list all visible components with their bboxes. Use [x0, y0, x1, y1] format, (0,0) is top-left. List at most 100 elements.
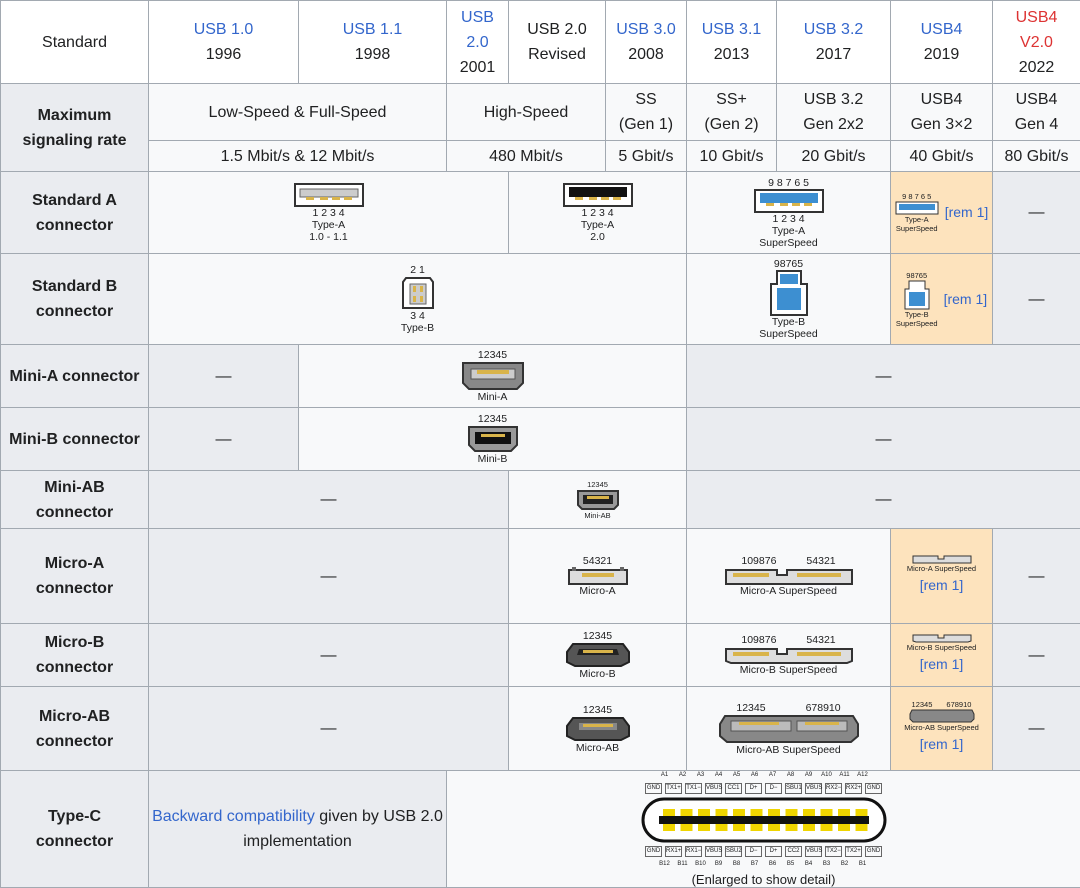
std-a-pins-1: 1 2 3 4: [312, 206, 345, 219]
rem1-link-micro-b[interactable]: [rem 1]: [919, 656, 964, 672]
type-c-pin-number: A9: [804, 772, 813, 778]
rate-6: 40 Gbit/s: [890, 140, 993, 172]
type-c-pin-signal: VBUS: [805, 783, 822, 794]
std-a-cap-small-b: SuperSpeed: [895, 224, 938, 233]
micro-ab-superspeed-small-icon[interactable]: [909, 709, 975, 723]
mini-a-cap: Mini-A: [477, 391, 508, 403]
micro-b-na-right: —: [992, 623, 1080, 687]
type-c-pin-number: B10: [695, 861, 706, 867]
type-c-contact: [662, 824, 675, 831]
micro-ab-ss-pins-2: 678910: [805, 701, 841, 714]
std-a-na-cell: —: [992, 171, 1080, 254]
mini-b-connector-icon[interactable]: [467, 425, 519, 453]
type-b-superspeed-small-icon[interactable]: [904, 280, 930, 310]
type-c-contact: [715, 824, 727, 831]
type-c-pin-number: B1: [858, 861, 867, 867]
rem1-link-std-b[interactable]: [rem 1]: [943, 290, 988, 307]
type-c-pin-number: B8: [732, 861, 741, 867]
micro-b-connector-icon[interactable]: [565, 642, 631, 668]
type-c-pin-signal: GND: [865, 846, 882, 857]
type-c-contact: [732, 809, 745, 816]
micro-ab-superspeed-connector-icon[interactable]: [718, 714, 859, 744]
micro-ab-pins: 12345: [582, 703, 613, 716]
micro-a-na-right: —: [992, 528, 1080, 624]
type-c-contact: [767, 809, 780, 816]
type-c-pin-number: B12: [659, 861, 670, 867]
type-c-pin-number: B9: [714, 861, 723, 867]
type-b-connector-icon[interactable]: [401, 276, 435, 310]
rem1-link-micro-a[interactable]: [rem 1]: [919, 577, 964, 593]
micro-ab-cap: Micro-AB: [575, 741, 620, 754]
micro-a-superspeed-small-icon[interactable]: [912, 554, 972, 564]
mini-a-connector-icon[interactable]: [461, 361, 525, 391]
type-c-compat-cell: Backward compatibility given by USB 2.0 …: [148, 770, 447, 888]
type-a-superspeed-small-icon[interactable]: [895, 201, 939, 215]
type-c-pin-signal: D+: [765, 846, 782, 857]
type-c-connector-icon[interactable]: [641, 797, 887, 843]
std-a-legacy-cell: 1 2 3 4 Type-A 1.0 - 1.1: [148, 171, 509, 254]
micro-ab-small-pins-2: 678910: [946, 700, 972, 709]
micro-b-superspeed-connector-icon[interactable]: [724, 646, 853, 664]
type-c-pin-number: B4: [804, 861, 813, 867]
rate-3: 5 Gbit/s: [605, 140, 687, 172]
mode-ss: SS(Gen 1): [605, 83, 687, 141]
type-c-contact: [802, 809, 815, 816]
micro-a-connector-icon[interactable]: [567, 567, 628, 585]
type-c-contact: [715, 809, 727, 816]
type-c-pin-number: A5: [732, 772, 741, 778]
type-c-contact: [820, 824, 832, 831]
type-c-pin-signal: VBUS: [705, 846, 722, 857]
type-c-pin-signal: TX2+: [845, 846, 862, 857]
rate-5: 20 Gbit/s: [776, 140, 891, 172]
type-a-connector-icon[interactable]: [293, 182, 364, 207]
micro-a-superspeed-connector-icon[interactable]: [724, 567, 853, 585]
mini-ab-pins: 12345: [587, 479, 608, 489]
type-c-pin-signal: SBU1: [785, 783, 802, 794]
type-c-pin-number: B7: [750, 861, 759, 867]
type-c-pin-signal: TX1+: [665, 783, 682, 794]
micro-b-ss-cap: Micro-B SuperSpeed: [739, 664, 838, 676]
mini-b-cap: Mini-B: [477, 453, 508, 465]
type-c-pin-signal: D+: [745, 783, 762, 794]
type-c-pin-signal: GND: [865, 783, 882, 794]
micro-b-superspeed-small-icon[interactable]: [912, 633, 972, 643]
rem1-link-micro-ab[interactable]: [rem 1]: [919, 736, 964, 752]
type-a-connector-icon[interactable]: [562, 182, 633, 207]
mini-ab-na-left: —: [148, 470, 509, 529]
rem1-link-std-a[interactable]: [rem 1]: [944, 204, 989, 220]
type-c-pin-signal: CC1: [725, 783, 742, 794]
mini-ab-connector-icon[interactable]: [576, 489, 620, 511]
micro-ab-cell: 12345 Micro-AB: [508, 686, 687, 771]
row-label-mini-b: Mini-B connector: [0, 407, 149, 471]
backward-compat-link[interactable]: Backward compatibility: [152, 808, 315, 825]
type-a-superspeed-connector-icon[interactable]: [753, 188, 824, 213]
micro-b-small-cap: Micro-B SuperSpeed: [906, 643, 977, 652]
micro-ab-connector-icon[interactable]: [565, 716, 631, 742]
type-c-pin-number: B2: [840, 861, 849, 867]
micro-b-ss-pins-2: 54321: [806, 634, 836, 646]
std-a-hs-cell: 1 2 3 4 Type-A 2.0: [508, 171, 687, 254]
mode-low-full: Low-Speed & Full-Speed: [148, 83, 447, 141]
type-c-contact: [785, 809, 797, 816]
type-c-contact: [750, 824, 762, 831]
std-a-cap-3b: SuperSpeed: [759, 236, 818, 249]
type-c-pin-signal: RX1+: [665, 846, 682, 857]
type-b-superspeed-connector-icon[interactable]: [769, 270, 809, 316]
type-c-contact: [697, 824, 710, 831]
std-a-cap-1b: 1.0 - 1.1: [309, 230, 348, 243]
